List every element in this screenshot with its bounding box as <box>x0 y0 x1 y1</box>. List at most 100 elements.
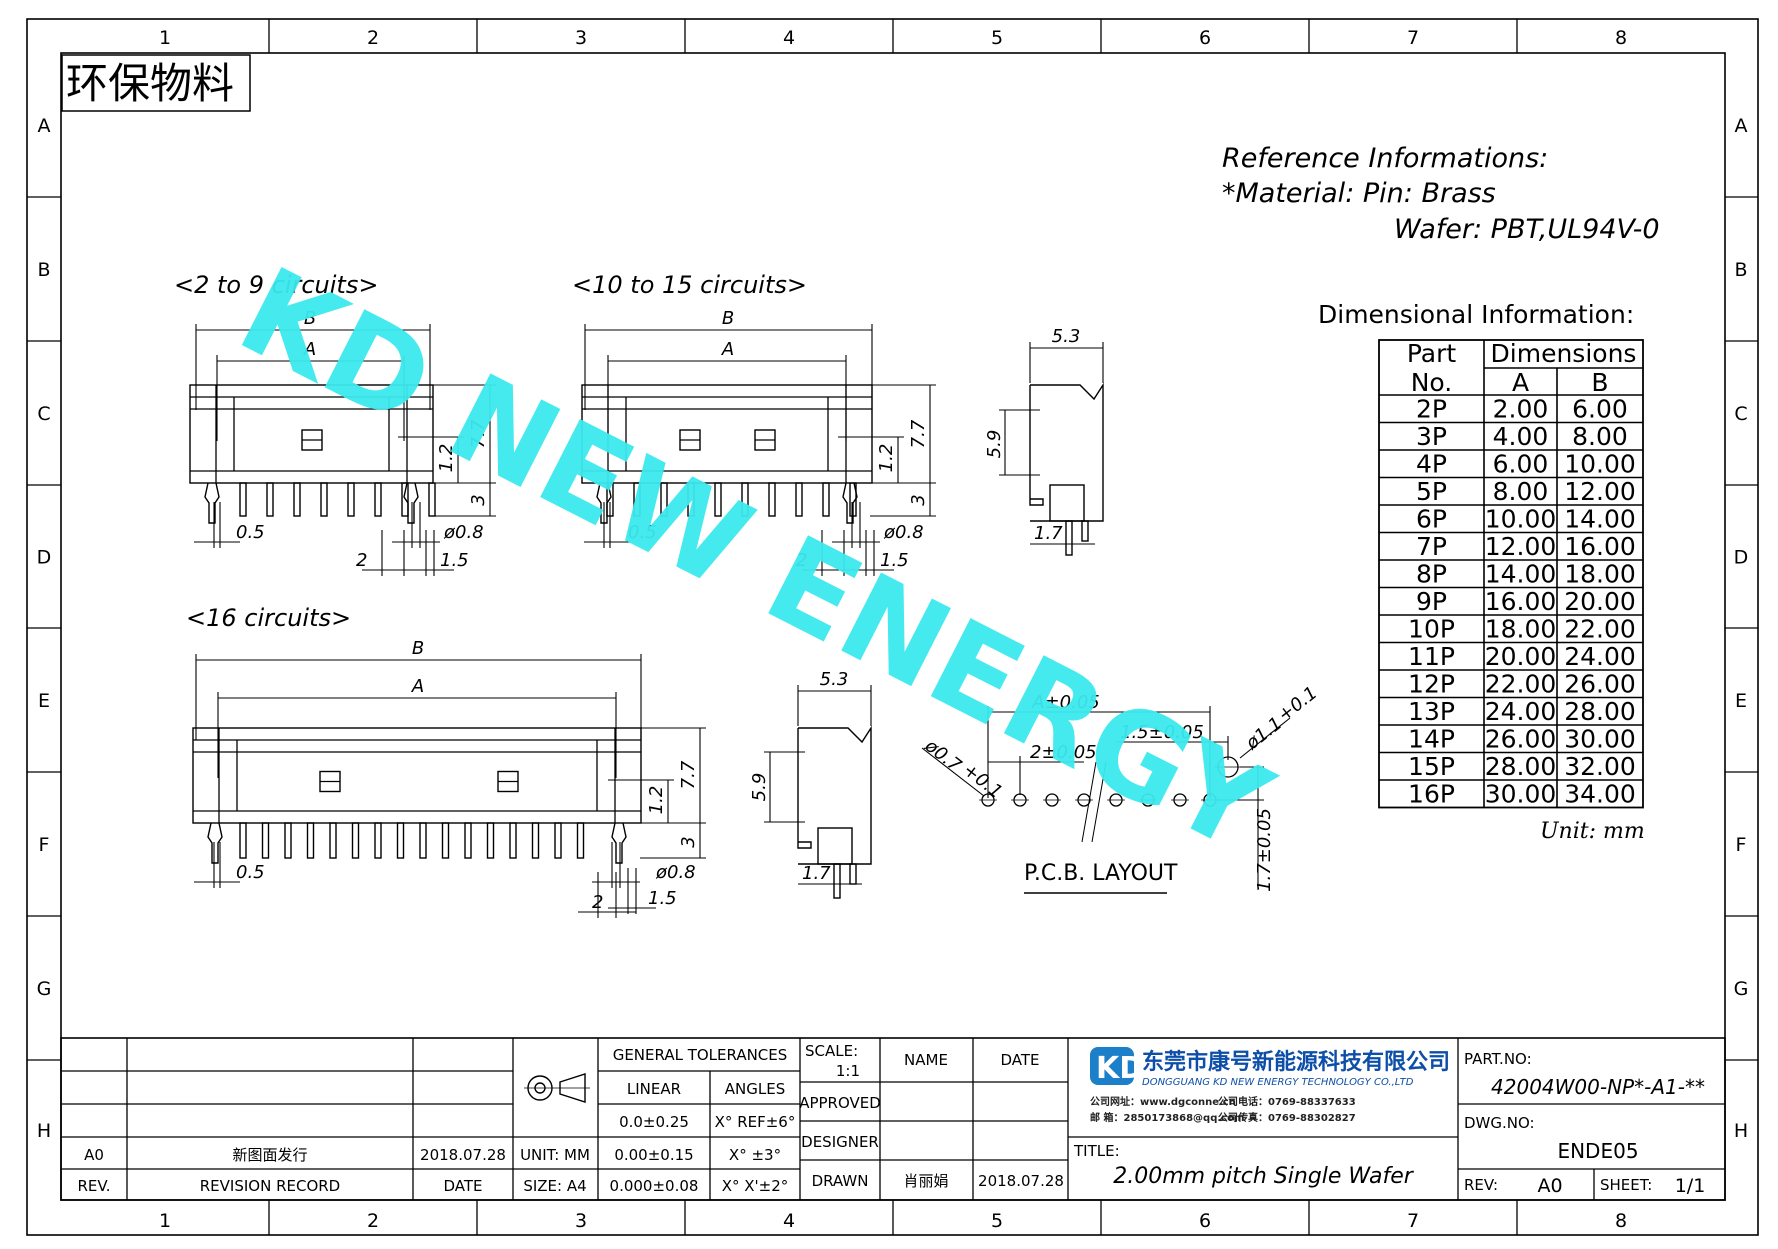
connector-pin <box>261 822 270 859</box>
frame-row-label: E <box>38 690 50 712</box>
frame-column-label: 8 <box>1615 1210 1627 1232</box>
rev-label-2: REV: <box>1464 1176 1498 1194</box>
rev-description: 新图面发行 <box>232 1146 307 1164</box>
frame-column-label: 6 <box>1199 27 1211 49</box>
dim-08-v2-label: ø0.8 <box>883 522 924 543</box>
pcb-layout-label: P.C.B. LAYOUT <box>1024 861 1178 886</box>
name-column-label: NAME <box>904 1051 948 1069</box>
connector-pin <box>441 822 450 859</box>
side-view-lower-peg <box>849 863 857 885</box>
sheet-value: 1/1 <box>1675 1175 1706 1197</box>
frame-column-label: 3 <box>575 1210 587 1232</box>
frame-row-label: H <box>37 1120 51 1142</box>
frame-row-label: B <box>1734 259 1747 281</box>
table-cell-b: 24.00 <box>1564 642 1636 671</box>
connector-body <box>189 384 434 484</box>
size-label: SIZE: A4 <box>523 1177 586 1195</box>
connector-pin <box>374 822 382 859</box>
tolerance-linear-2: 0.00±0.15 <box>614 1146 693 1164</box>
table-header-dimensions: Dimensions <box>1491 339 1637 368</box>
reference-material: *Material: Pin: Brass <box>1222 178 1496 209</box>
table-cell-part: 11P <box>1408 642 1455 671</box>
dim-15-v3-label: 1.5 <box>648 888 677 909</box>
table-cell-a: 16.00 <box>1485 587 1557 616</box>
table-cell-b: 30.00 <box>1564 725 1636 754</box>
table-cell-b: 16.00 <box>1564 532 1636 561</box>
connector-pin <box>419 822 427 859</box>
table-cell-part: 6P <box>1416 505 1447 534</box>
dim-05-v3-label: 0.5 <box>236 862 265 883</box>
connector-pin <box>768 482 776 517</box>
table-cell-b: 12.00 <box>1564 477 1636 506</box>
pcb-break <box>1091 761 1107 843</box>
table-header-b: B <box>1591 368 1608 397</box>
dim-3-v3-label: 3 <box>678 836 699 847</box>
dim-a-v3-label: A <box>411 676 424 697</box>
connector-pin <box>687 482 695 517</box>
side-view-lower <box>797 725 872 865</box>
frame-column-label: 1 <box>159 1210 171 1232</box>
connector-peg <box>842 482 858 524</box>
part-no-label: PART.NO: <box>1464 1050 1532 1068</box>
table-cell-b: 32.00 <box>1564 752 1636 781</box>
unit-label: UNIT: MM <box>520 1146 590 1164</box>
connector-pin <box>714 482 722 517</box>
connector-pin <box>660 482 668 517</box>
rev-value: A0 <box>84 1146 104 1164</box>
table-border <box>1378 339 1644 809</box>
frame-row-label: D <box>37 547 52 569</box>
tolerance-angle-1: X° REF±6° <box>715 1113 796 1131</box>
dim-2-v2-label: 2 <box>796 550 807 571</box>
table-cell-b: 14.00 <box>1564 505 1636 534</box>
side-59-label: 5.9 <box>984 430 1005 459</box>
pcb-break <box>1081 761 1097 843</box>
angles-label: ANGLES <box>725 1080 785 1098</box>
drawn-label: DRAWN <box>812 1172 869 1190</box>
dim-77-v1-label: 7.7 <box>468 419 489 448</box>
connector-peg <box>207 822 223 864</box>
tolerance-linear-3: 0.000±0.08 <box>610 1177 699 1195</box>
frame-row-label: C <box>1734 403 1747 425</box>
table-cell-a: 30.00 <box>1485 780 1557 809</box>
table-cell-b: 8.00 <box>1572 422 1628 451</box>
side-17-label-2: 1.7 <box>802 863 831 884</box>
company-name-en: DONGGUANG KD NEW ENERGY TECHNOLOGY CO.,L… <box>1142 1077 1414 1088</box>
pcb-15-label: 1.5±0.05 <box>1120 722 1204 743</box>
view-title-16: <16 circuits> <box>186 604 351 632</box>
general-tolerances-label: GENERAL TOLERANCES <box>613 1046 788 1064</box>
table-cell-a: 10.00 <box>1485 505 1557 534</box>
table-cell-a: 24.00 <box>1485 697 1557 726</box>
frame-column-label: 4 <box>783 27 795 49</box>
dim-05-v1-label: 0.5 <box>236 522 265 543</box>
frame-column-label: 7 <box>1407 27 1419 49</box>
dim-08-v3-label: ø0.8 <box>655 862 696 883</box>
connector-body <box>192 727 642 824</box>
connector-pin <box>822 482 830 517</box>
table-cell-part: 14P <box>1408 725 1455 754</box>
dim-77-v3-label: 7.7 <box>678 760 699 789</box>
frame-column-label: 2 <box>367 27 379 49</box>
frame-row-label: G <box>1734 978 1749 1000</box>
dim-12-v2-label: 1.2 <box>876 444 897 473</box>
designer-label: DESIGNER <box>801 1133 879 1151</box>
dwg-number: ENDE05 <box>1557 1139 1638 1163</box>
drawing-title: 2.00mm pitch Single Wafer <box>1113 1164 1415 1189</box>
table-cell-a: 14.00 <box>1485 560 1557 589</box>
connector-pin <box>266 482 274 517</box>
company-logo: KD <box>1090 1047 1144 1086</box>
dim-05-v2-label: 0.5 <box>628 522 657 543</box>
pcb-peg-tolerance: +0.1 <box>1274 682 1321 725</box>
table-cell-a: 2.00 <box>1493 395 1549 424</box>
title-block-border <box>60 1037 1726 1201</box>
dim-b-v1-label: B <box>304 308 316 329</box>
table-cell-a: 18.00 <box>1485 615 1557 644</box>
tolerance-linear-1: 0.0±0.25 <box>619 1113 689 1131</box>
table-cell-part: 3P <box>1416 422 1447 451</box>
frame-row-label: D <box>1734 547 1749 569</box>
company-logo-letters: KD <box>1096 1051 1144 1086</box>
side-53-label-2: 5.3 <box>820 669 849 690</box>
